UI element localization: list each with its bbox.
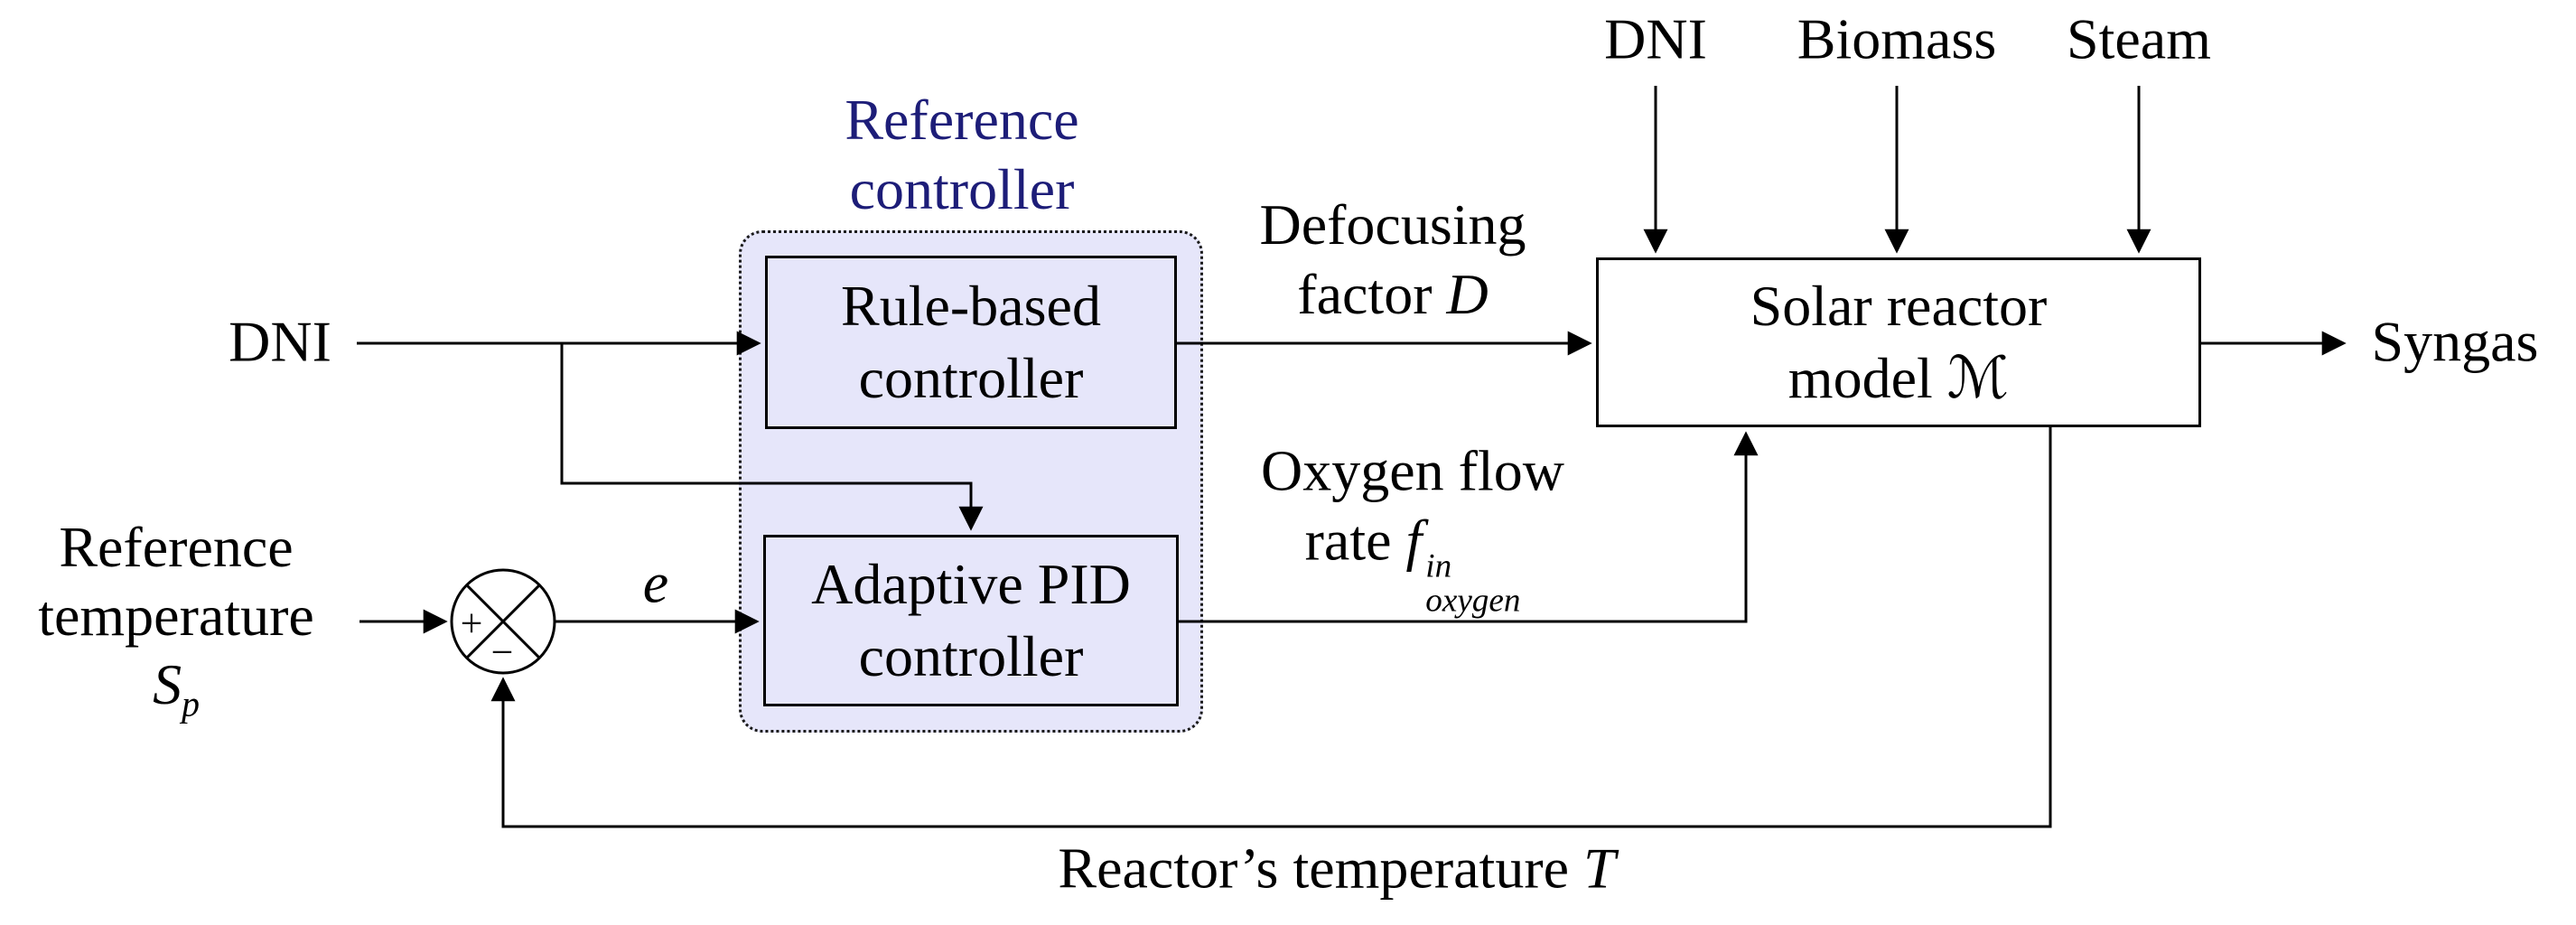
top-input-label-dni: DNI (1604, 6, 1707, 71)
rule-based-controller-block: Rule-based controller (765, 256, 1177, 429)
model-symbol: ℳ (1946, 345, 2010, 412)
sum-junction-minus-sign: − (491, 631, 514, 675)
solar-reactor-model-block: Solar reactor model ℳ (1596, 257, 2201, 427)
error-signal-label: e (642, 550, 669, 615)
wire-oxygen-to-reactor (1179, 431, 1759, 623)
defocusing-factor-label: Defocusing factor D (1259, 192, 1526, 326)
adaptive-pid-label-line1: Adaptive PID (811, 552, 1131, 616)
solar-reactor-label-line2: model ℳ (1787, 345, 2010, 412)
solar-reactor-label-line1: Solar reactor (1750, 274, 2048, 338)
oxygen-flow-symbol: f (1405, 508, 1423, 573)
sum-junction-plus-sign: + (461, 602, 483, 646)
left-input-label-dni: DNI (229, 309, 331, 374)
wire-temperature-feedback (490, 427, 2052, 828)
temperature-symbol: T (1583, 836, 1616, 901)
top-input-label-steam: Steam (2067, 6, 2211, 71)
reactor-temperature-feedback-label: Reactor’s temperature T (1058, 836, 1616, 901)
adaptive-pid-controller-block: Adaptive PID controller (763, 535, 1179, 706)
top-input-label-biomass: Biomass (1797, 6, 1997, 71)
sum-junction-cross-line (465, 584, 541, 659)
defocusing-symbol: D (1446, 262, 1489, 326)
rule-based-label-line1: Rule-based (841, 274, 1101, 338)
reference-controller-title: Reference controller (845, 88, 1079, 221)
adaptive-pid-label-line2: controller (858, 624, 1084, 688)
syngas-output-label: Syngas (2371, 309, 2539, 374)
sum-junction: + − (450, 568, 556, 675)
wire-dni-branch-to-pid (560, 343, 984, 531)
rule-based-label-line2: controller (858, 346, 1084, 410)
setpoint-symbol: S (153, 652, 182, 717)
reference-temperature-label: Reference temperature Sp (38, 514, 314, 724)
